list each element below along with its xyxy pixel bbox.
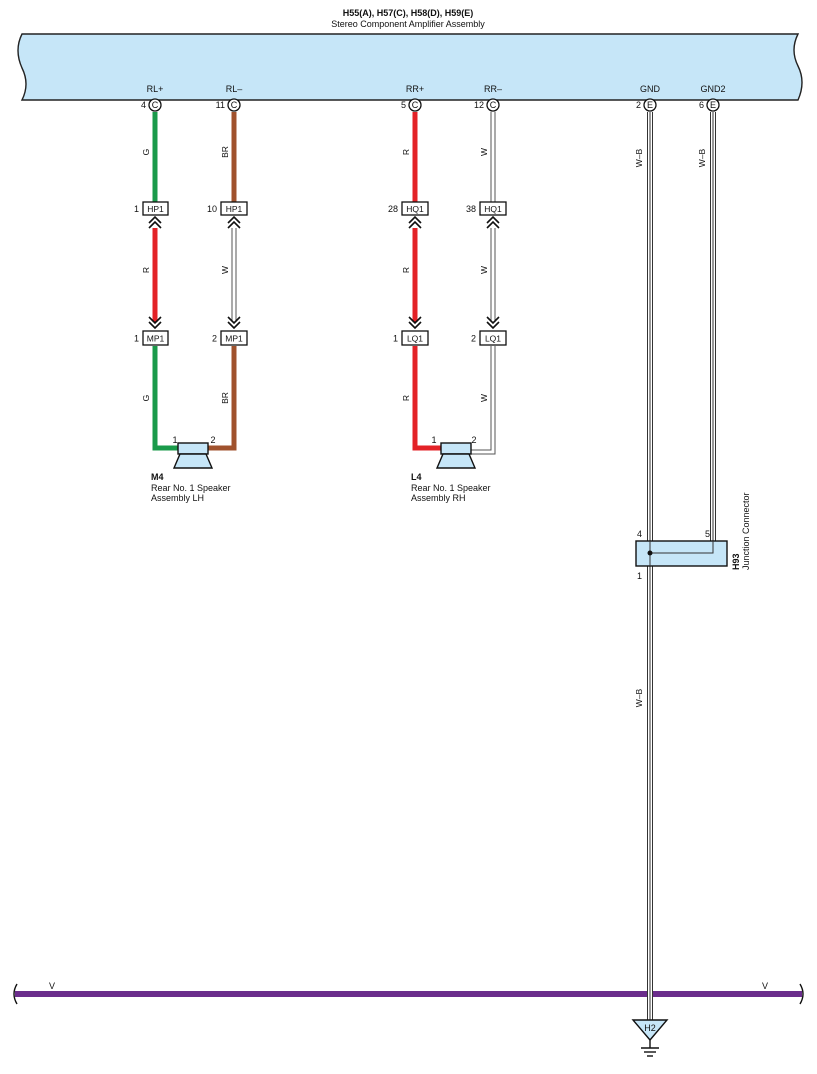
- speaker-lh: 1 2 M4 Rear No. 1 Speaker Assembly LH: [151, 435, 231, 503]
- signal-rr-minus: RR–: [484, 84, 502, 94]
- speaker-rh-desc-2: Assembly RH: [411, 493, 466, 503]
- signal-gnd: GND: [640, 84, 661, 94]
- wire-label-w-bottom: W: [479, 394, 489, 402]
- pin-number: 12: [474, 100, 484, 110]
- speaker-pin-2: 2: [471, 435, 476, 445]
- junction-description: Junction Connector: [741, 492, 751, 570]
- pin-number: 11: [216, 100, 225, 110]
- speaker-lh-desc-1: Rear No. 1 Speaker: [151, 483, 231, 493]
- connector-hq1-pin28: HQ1 28: [388, 201, 429, 229]
- ground-point-h2: H2: [631, 1019, 669, 1057]
- wire-label-g-top: G: [141, 149, 151, 156]
- junction-connector-h93: 4 5 1 H93 Junction Connector: [635, 492, 751, 581]
- wire-label-g-bottom: G: [141, 395, 151, 402]
- speaker-pin-1: 1: [172, 435, 177, 445]
- connector-mp1-pin1: MP1 1: [134, 316, 169, 346]
- wire-label-r-mid-rh: R: [401, 267, 411, 273]
- connector-name: MP1: [225, 334, 243, 344]
- connector-name: MP1: [147, 334, 165, 344]
- speaker-lh-desc-2: Assembly LH: [151, 493, 204, 503]
- junction-pin-1: 1: [637, 571, 642, 581]
- connector-pin: 38: [466, 204, 476, 214]
- wire-label-br-bottom: BR: [220, 392, 230, 404]
- wire-label-r-mid-lh: R: [141, 267, 151, 273]
- connector-name: LQ1: [485, 334, 501, 344]
- wire-white-bottom: [470, 346, 496, 455]
- wire-red-bottom: [412, 346, 442, 451]
- signal-rl-plus: RL+: [147, 84, 164, 94]
- connector-mp1-pin2: MP1 2: [212, 316, 248, 346]
- wire-label-r-bottom: R: [401, 395, 411, 401]
- amplifier-description: Stereo Component Amplifier Assembly: [331, 19, 485, 29]
- wire-label-br-top: BR: [220, 146, 230, 158]
- wire-label-wb-main: W–B: [634, 688, 644, 707]
- connector-pin: 2: [212, 334, 217, 344]
- wire-green-bottom: [152, 346, 178, 451]
- connector-pin: 10: [207, 204, 217, 214]
- connector-letter: E: [710, 100, 716, 110]
- connector-lq1-pin1: LQ1 1: [393, 316, 429, 346]
- speaker-rh: 1 2 L4 Rear No. 1 Speaker Assembly RH: [411, 435, 491, 503]
- bus-label-right: V: [762, 981, 768, 991]
- amp-terminal-rl-minus: 11 C: [216, 98, 241, 112]
- speaker-rh-desc-1: Rear No. 1 Speaker: [411, 483, 491, 493]
- connector-hp1-pin1: HP1 1: [134, 201, 169, 229]
- connector-pin: 2: [471, 334, 476, 344]
- amp-terminal-gnd: 2 E: [636, 98, 657, 112]
- amp-terminal-rr-plus: 5 C: [401, 98, 422, 112]
- pin-number: 2: [636, 100, 641, 110]
- wire-label-wb-gnd: W–B: [634, 148, 644, 167]
- connector-pin: 1: [134, 204, 139, 214]
- connector-letter: C: [231, 100, 238, 110]
- connector-letter: C: [152, 100, 159, 110]
- power-bus-v: V V: [13, 981, 804, 1005]
- amp-terminal-rl-plus: 4 C: [141, 98, 162, 112]
- ground-label: H2: [644, 1023, 656, 1033]
- connector-name: HQ1: [484, 204, 502, 214]
- connector-hp1-pin10: HP1 10: [207, 201, 248, 229]
- wire-label-w-top: W: [479, 148, 489, 156]
- pin-number: 5: [401, 100, 406, 110]
- amp-terminal-rr-minus: 12 C: [474, 98, 500, 112]
- bus-label-left: V: [49, 981, 55, 991]
- connector-lq1-pin2: LQ1 2: [471, 316, 507, 346]
- wire-label-r-top: R: [401, 149, 411, 155]
- amp-terminal-gnd2: 6 E: [699, 98, 720, 112]
- speaker-lh-id: M4: [151, 472, 164, 482]
- speaker-pin-1: 1: [431, 435, 436, 445]
- ground-icon: [641, 1047, 659, 1057]
- pin-number: 6: [699, 100, 704, 110]
- speaker-rh-id: L4: [411, 472, 422, 482]
- wire-label-wb-gnd2: W–B: [697, 148, 707, 167]
- junction-pin-5: 5: [705, 529, 710, 539]
- signal-gnd2: GND2: [700, 84, 725, 94]
- pin-number: 4: [141, 100, 146, 110]
- connector-letter: C: [490, 100, 497, 110]
- wire-brown-bottom: [208, 346, 237, 451]
- connector-letter: E: [647, 100, 653, 110]
- connector-name: HP1: [226, 204, 243, 214]
- wire-wb-gnd2: [650, 112, 716, 556]
- amplifier-body: [17, 33, 803, 101]
- connector-hq1-pin38: HQ1 38: [466, 201, 507, 229]
- amplifier-title: H55(A), H57(C), H58(D), H59(E): [343, 8, 474, 18]
- wire-label-w-mid-lh: W: [220, 266, 230, 274]
- speaker-pin-2: 2: [210, 435, 215, 445]
- signal-rl-minus: RL–: [226, 84, 243, 94]
- connector-pin: 28: [388, 204, 398, 214]
- connector-letter: C: [412, 100, 419, 110]
- connector-name: LQ1: [407, 334, 423, 344]
- junction-pin-4: 4: [637, 529, 642, 539]
- connector-pin: 1: [134, 334, 139, 344]
- connector-name: HP1: [147, 204, 164, 214]
- wire-label-w-mid-rh: W: [479, 266, 489, 274]
- connector-name: HQ1: [406, 204, 424, 214]
- connector-pin: 1: [393, 334, 398, 344]
- signal-rr-plus: RR+: [406, 84, 424, 94]
- junction-id: H93: [731, 553, 741, 570]
